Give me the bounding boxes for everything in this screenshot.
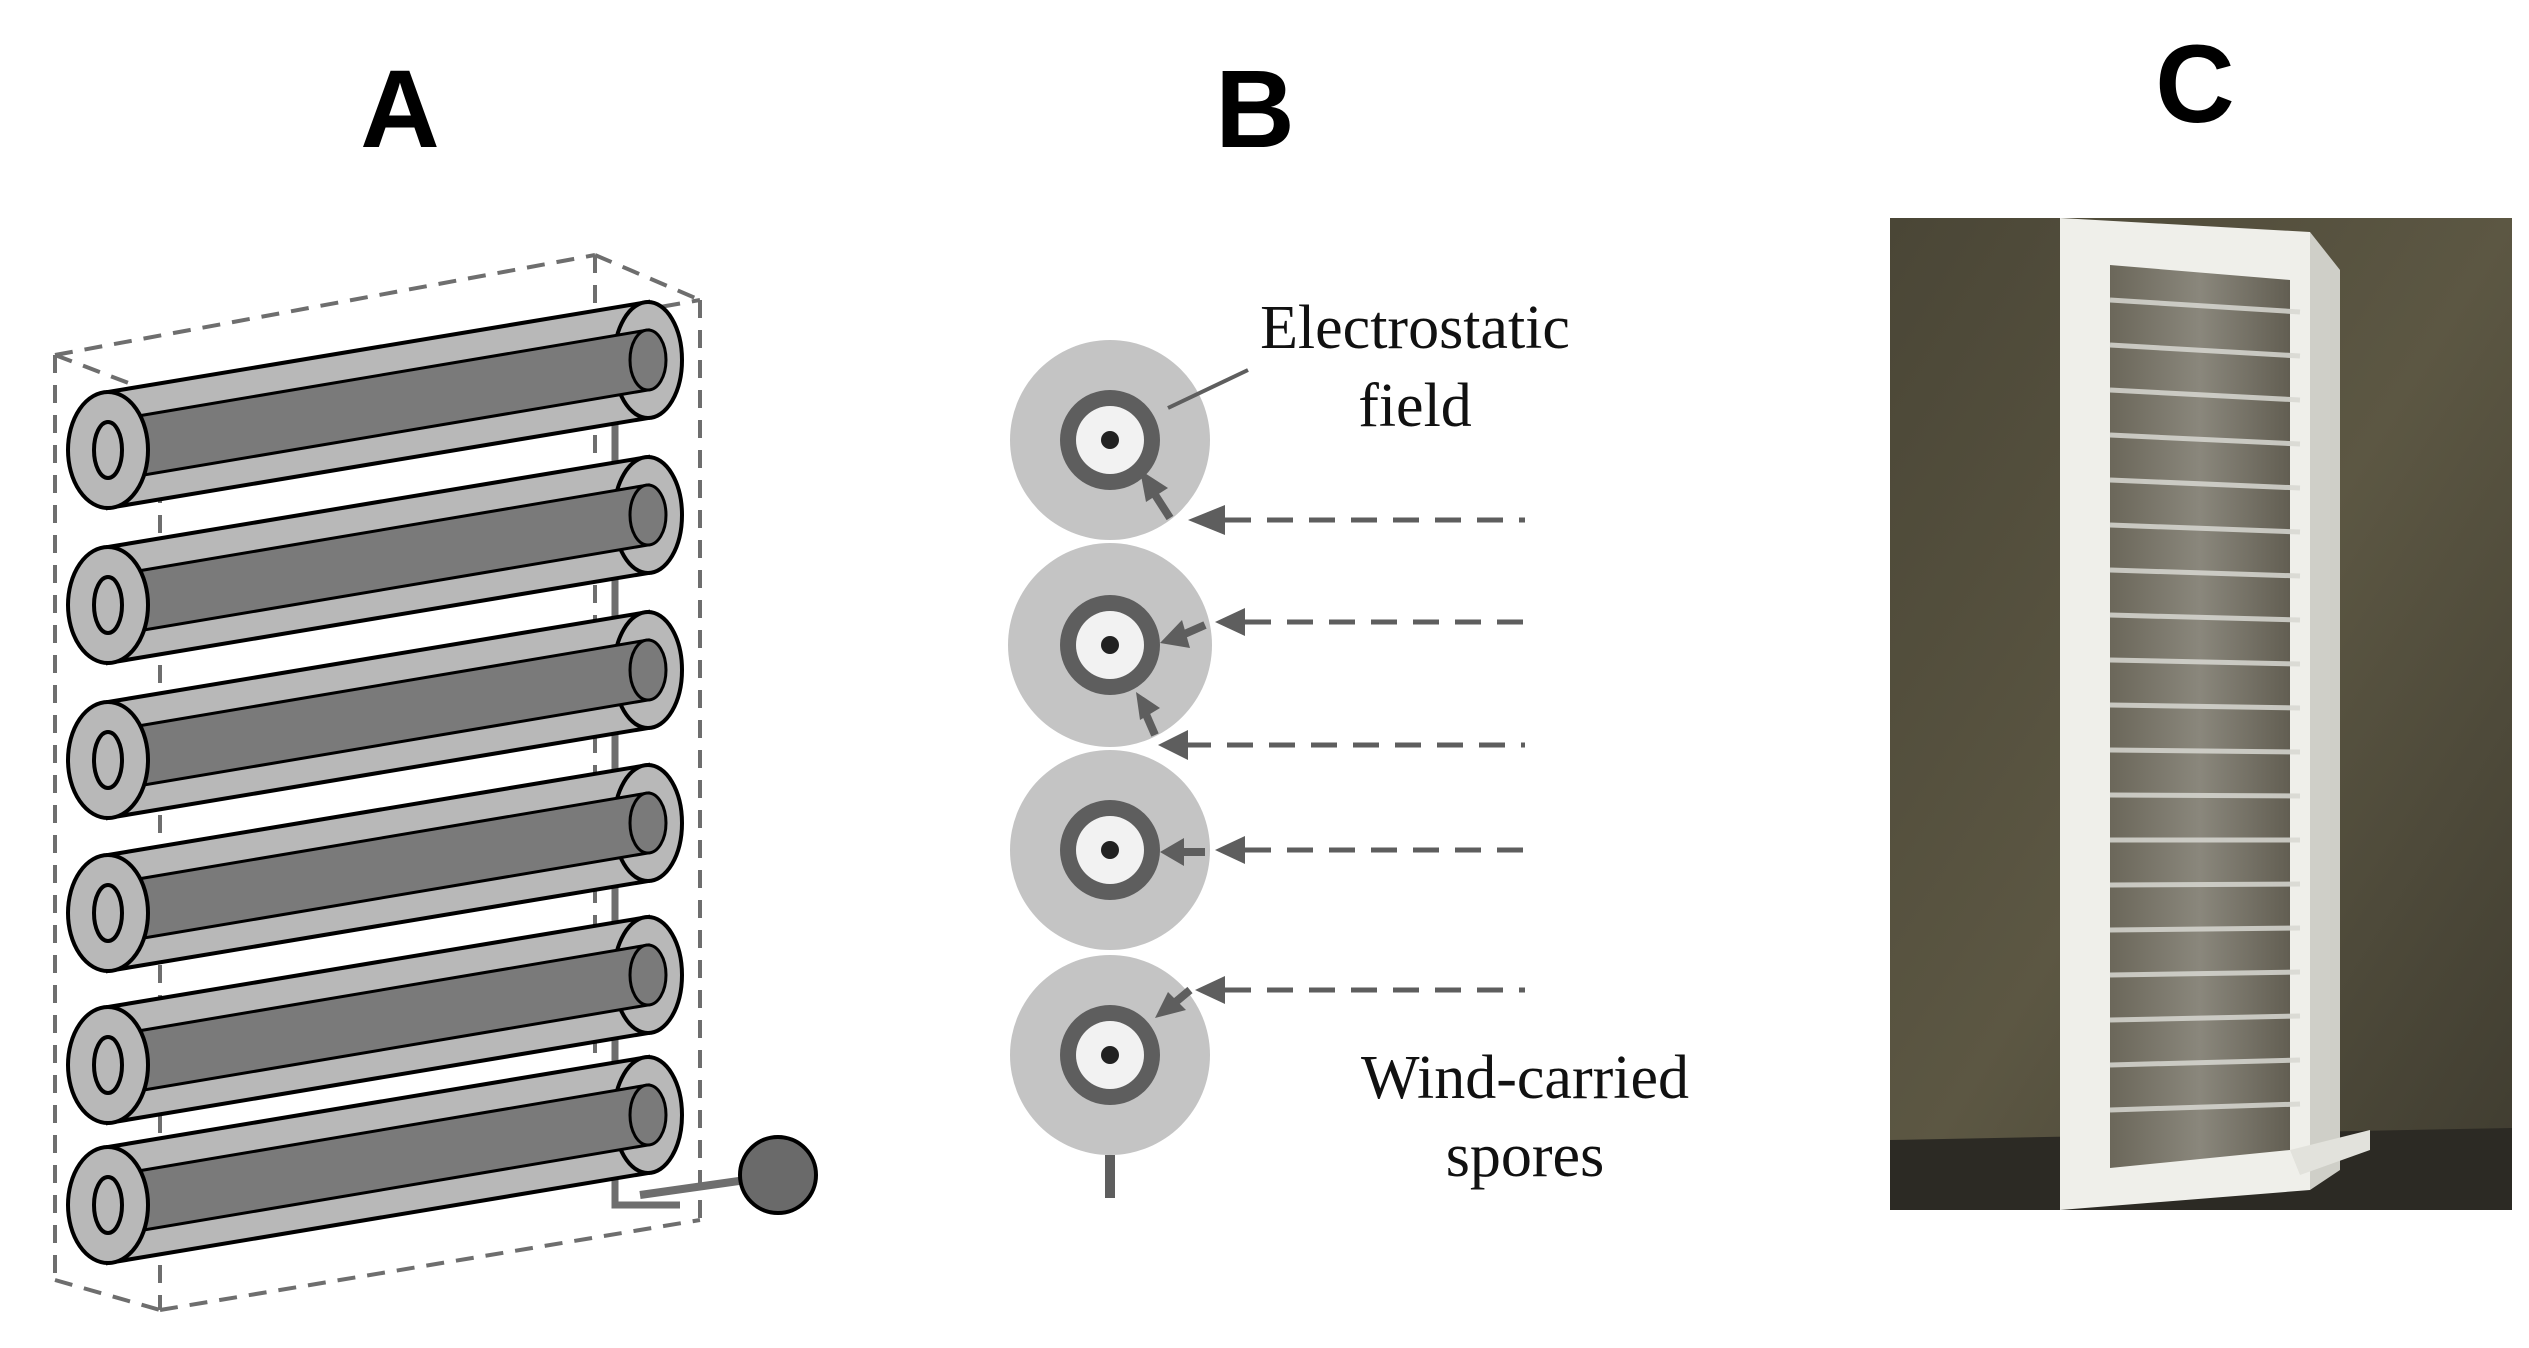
wind-carried-spores-label: Wind-carried spores bbox=[1361, 1044, 1689, 1190]
electrostatic-field-label: Electrostatic field bbox=[1260, 294, 1570, 440]
panel-letter-a: A bbox=[360, 48, 440, 171]
panel-letter-b: B bbox=[1215, 48, 1295, 171]
panel-letter-c: C bbox=[2155, 23, 2235, 146]
